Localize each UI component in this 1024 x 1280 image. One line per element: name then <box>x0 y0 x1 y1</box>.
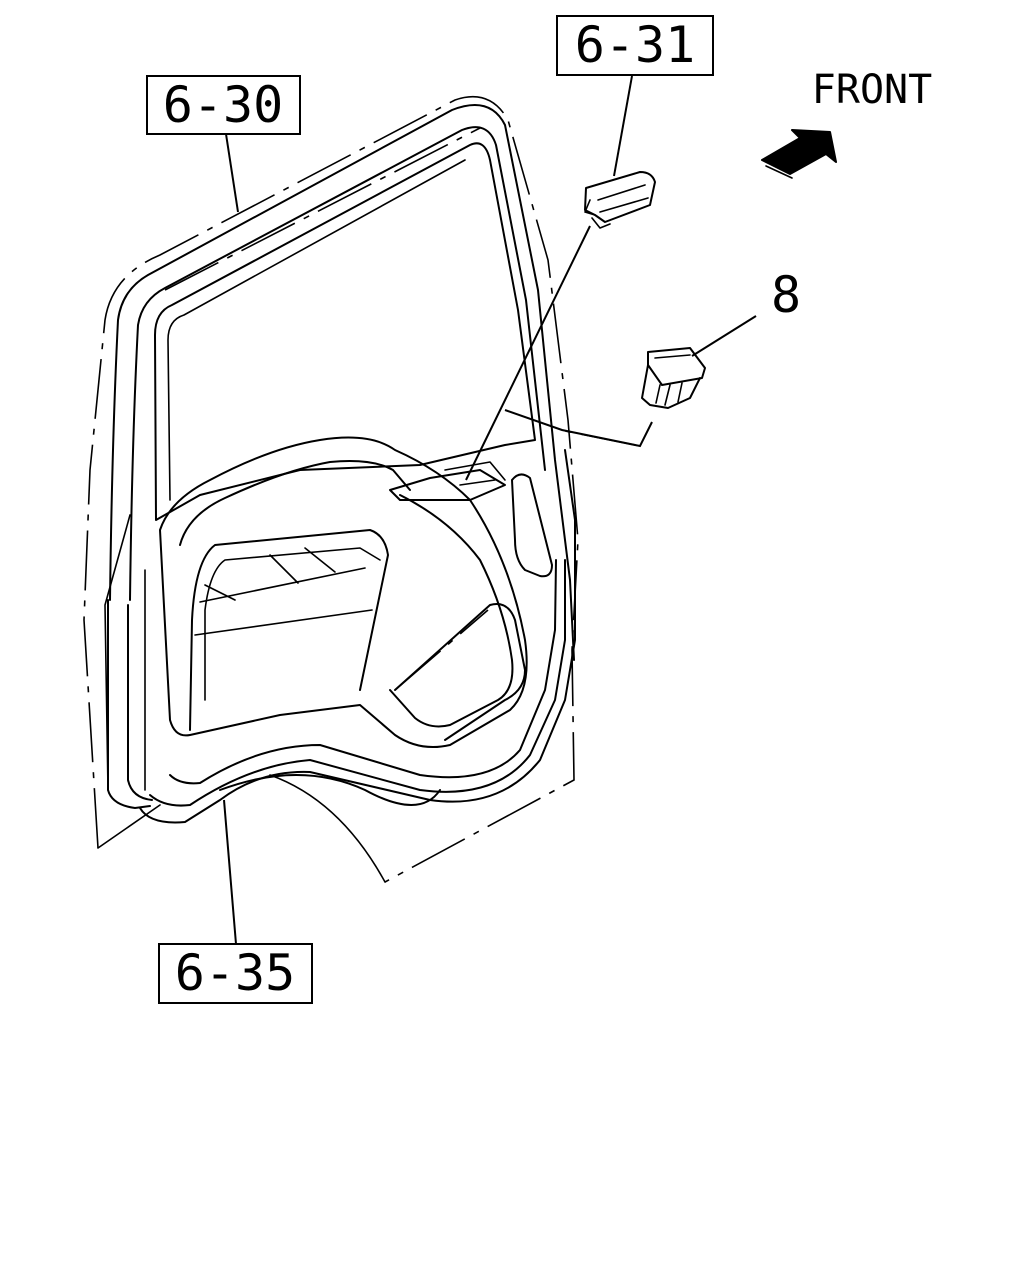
door-frame-outer <box>107 104 575 809</box>
switch-panel <box>389 469 506 501</box>
callout-8[interactable]: 8 <box>771 266 801 324</box>
lower-recess-dash <box>394 609 489 691</box>
armrest-inner <box>179 460 514 728</box>
window-glass-outline <box>154 142 536 521</box>
callout-6-35-label: 6-35 <box>175 944 295 1002</box>
callout-6-35[interactable]: 6-35 <box>158 943 313 1004</box>
callout-8-label: 8 <box>771 266 801 324</box>
window-glass-highlight <box>164 127 481 291</box>
trim-panel-outer <box>139 449 576 824</box>
leader-6-31 <box>613 75 633 177</box>
door-pocket-lower <box>194 609 373 636</box>
front-indicator: FRONT <box>761 67 932 179</box>
window-clip-body <box>584 171 656 223</box>
part-window-clip <box>584 171 656 229</box>
door-handle <box>511 473 553 578</box>
clip-8-body <box>641 364 701 409</box>
leader-6-35 <box>223 799 237 945</box>
trim-panel-mid <box>149 559 566 807</box>
leader-8-dash <box>559 429 641 447</box>
door-pocket-inner <box>204 547 381 701</box>
door-lower-sweep <box>219 774 441 806</box>
door-left-edge <box>97 514 161 849</box>
lower-recess <box>394 603 526 741</box>
door-frame-inner <box>127 126 546 801</box>
callout-6-31-label: 6-31 <box>575 16 695 74</box>
switch-panel-slot <box>444 461 506 486</box>
clip-8-detail <box>654 354 691 406</box>
window-glass-inner <box>167 159 466 501</box>
window-clip-detail <box>584 184 649 229</box>
part-clip-8 <box>641 347 706 409</box>
leader-8 <box>691 315 757 357</box>
callout-6-31[interactable]: 6-31 <box>556 15 714 76</box>
callout-6-30-label: 6-30 <box>163 76 283 134</box>
trim-panel-inner <box>169 559 557 785</box>
armrest-outer <box>159 436 528 748</box>
callout-6-30[interactable]: 6-30 <box>146 75 301 135</box>
arrow-front-icon <box>761 129 837 179</box>
door-lower-body <box>269 774 386 883</box>
leader-6-30 <box>225 133 239 213</box>
door-pocket <box>189 529 389 731</box>
leader-lines <box>223 75 757 945</box>
door-assembly <box>83 96 579 883</box>
door-outer-outline <box>83 96 579 883</box>
front-label: FRONT <box>812 67 932 113</box>
door-pocket-rib-2 <box>269 547 336 584</box>
door-pocket-rib-1 <box>199 567 366 603</box>
leader-6-31-to-door <box>465 225 591 481</box>
